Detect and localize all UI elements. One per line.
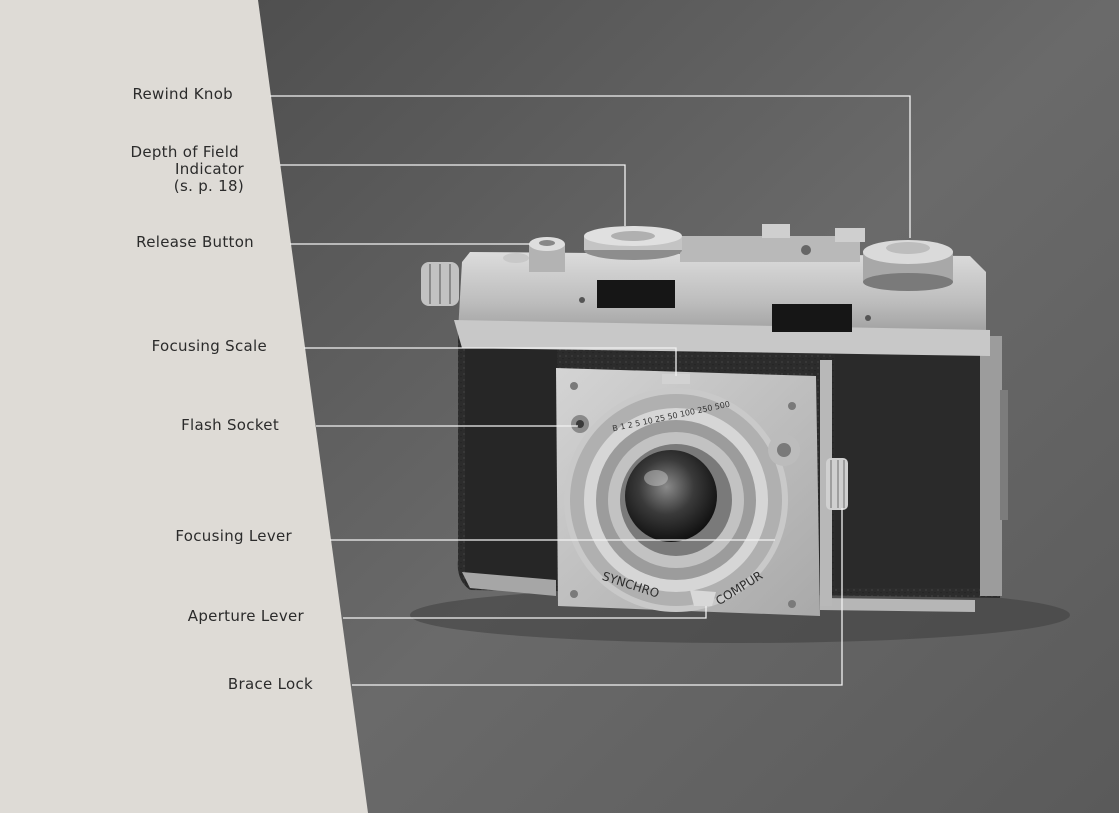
- label-focusing-lever: Focusing Lever: [175, 528, 292, 545]
- label-dof-line-1: Depth of Field: [130, 144, 239, 161]
- label-brace-lock: Brace Lock: [228, 676, 313, 693]
- label-focusing-scale: Focusing Scale: [152, 338, 267, 355]
- label-aperture-lever: Aperture Lever: [188, 608, 304, 625]
- label-flash-socket: Flash Socket: [181, 417, 279, 434]
- label-dof-line-2: Indicator: [130, 161, 244, 178]
- label-release-button: Release Button: [136, 234, 254, 251]
- camera: [421, 224, 1008, 616]
- label-dof-line-3: (s. p. 18): [130, 178, 244, 195]
- label-depth-of-field-indicator: Depth of Field Indicator (s. p. 18): [130, 144, 244, 195]
- label-rewind-knob: Rewind Knob: [132, 86, 233, 103]
